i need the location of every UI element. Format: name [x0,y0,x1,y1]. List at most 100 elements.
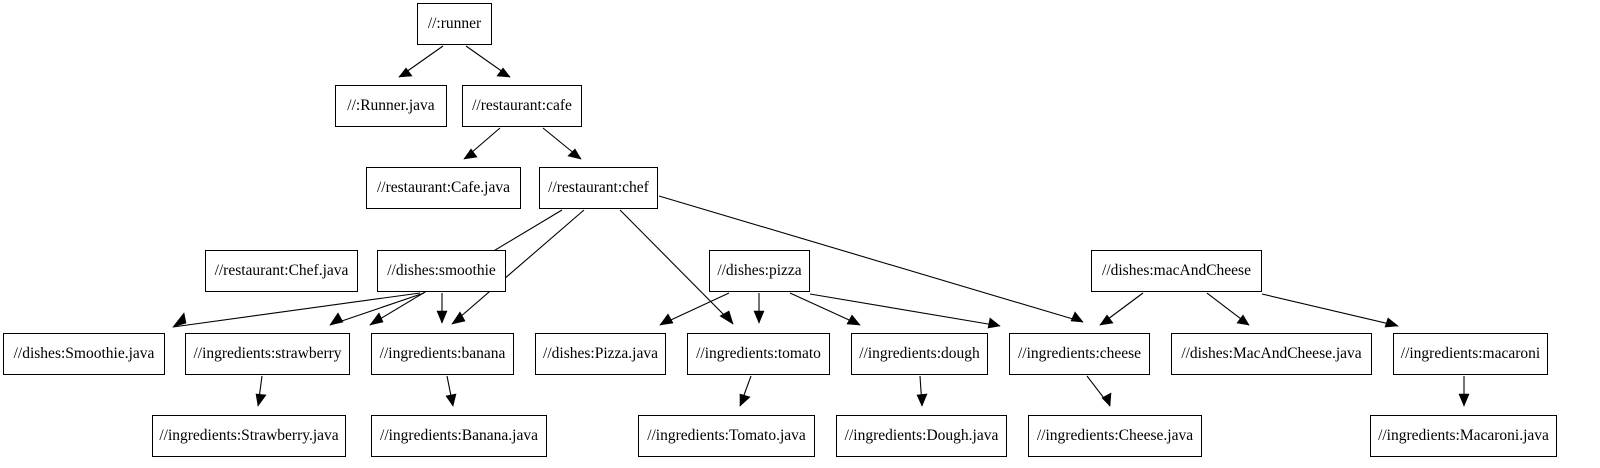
graph-node-label: //ingredients:cheese [1017,345,1142,363]
edge-line [398,45,444,78]
edge-arrowhead-icon [369,312,384,326]
graph-node-label: //ingredients:strawberry [193,345,342,363]
edge-line [659,292,730,326]
edge-arrowhead-icon [1099,314,1114,326]
graph-edge [659,292,730,326]
graph-edge [1086,375,1112,407]
edge-line [463,127,501,160]
graph-node-ing_dough_java[interactable]: //ingredients:Dough.java [836,415,1007,457]
graph-node-label: //restaurant:Cafe.java [377,179,510,197]
edge-line [1099,292,1144,326]
graph-node-dishes_pizza[interactable]: //dishes:pizza [709,250,810,292]
graph-node-ing_banana[interactable]: //ingredients:banana [371,333,514,375]
graph-node-dishes_macandcheese_java[interactable]: //dishes:MacAndCheese.java [1171,333,1372,375]
edge-line [446,375,454,407]
graph-node-ing_macaroni_java[interactable]: //ingredients:Macaroni.java [1370,415,1557,457]
graph-node-ing_strawberry_java[interactable]: //ingredients:Strawberry.java [152,415,346,457]
graph-edge [1261,293,1399,328]
edge-line [172,292,421,328]
edge-arrowhead-icon [496,67,511,78]
edge-line [789,292,861,326]
edge-arrowhead-icon [329,312,344,326]
graph-node-dishes_pizza_java[interactable]: //dishes:Pizza.java [535,333,666,375]
edge-line [1086,375,1111,407]
graph-node-ing_dough[interactable]: //ingredients:dough [851,333,988,375]
edge-arrowhead-icon [436,310,448,324]
graph-node-ing_tomato[interactable]: //ingredients:tomato [687,333,830,375]
graph-node-ing_tomato_java[interactable]: //ingredients:Tomato.java [638,415,815,457]
edge-arrowhead-icon [567,148,582,160]
graph-edge [463,127,501,160]
graph-node-ing_macaroni[interactable]: //ingredients:macaroni [1393,333,1548,375]
graph-edge [1099,292,1144,326]
edge-line [542,127,582,160]
graph-node-label: //dishes:smoothie [387,262,496,280]
graph-node-label: //:runner [427,15,482,33]
graph-node-label: //restaurant:cafe [472,97,572,115]
graph-node-label: //ingredients:Banana.java [380,427,538,445]
edge-arrowhead-icon [451,311,466,325]
graph-edge [542,127,582,160]
edge-arrowhead-icon [463,148,478,160]
graph-edge [445,375,457,407]
graph-node-label: //ingredients:macaroni [1400,345,1541,363]
graph-edge [789,292,861,326]
graph-node-ing_strawberry[interactable]: //ingredients:strawberry [185,333,350,375]
graph-node-restaurant_chef_java[interactable]: //restaurant:Chef.java [205,250,358,292]
graph-node-dishes_smoothie_java[interactable]: //dishes:Smoothie.java [3,333,165,375]
graph-edge [465,45,511,78]
graph-node-label: //ingredients:dough [859,345,980,363]
graph-edge [329,292,425,326]
graph-edge [1206,292,1250,326]
edge-arrowhead-icon [659,313,674,326]
graph-node-label: //ingredients:Cheese.java [1036,427,1194,445]
edge-line [1261,293,1399,327]
graph-node-label: //restaurant:Chef.java [214,262,349,280]
edge-line [1206,292,1250,326]
edge-arrowhead-icon [398,67,413,78]
edge-line [919,375,923,407]
edge-line [329,292,425,326]
graph-node-label: //ingredients:Strawberry.java [159,427,339,445]
edge-line [257,375,263,407]
graph-edge [436,293,448,324]
edge-arrowhead-icon [1070,311,1084,323]
graph-node-ing_banana_java[interactable]: //ingredients:Banana.java [371,415,547,457]
graph-node-label: //ingredients:Dough.java [844,427,999,445]
edge-arrowhead-icon [916,393,928,407]
edge-arrowhead-icon [1101,392,1112,407]
graph-node-label: //ingredients:Macaroni.java [1378,427,1549,445]
graph-edge [753,293,765,324]
graph-node-ing_cheese[interactable]: //ingredients:cheese [1009,333,1150,375]
edge-arrowhead-icon [445,393,457,407]
edge-arrowhead-icon [172,312,187,328]
edge-arrowhead-icon [1384,317,1399,328]
graph-node-dishes_smoothie[interactable]: //dishes:smoothie [377,250,506,292]
graph-edge [809,293,1001,329]
graph-node-label: //dishes:MacAndCheese.java [1181,345,1362,363]
graph-node-dishes_macandcheese[interactable]: //dishes:macAndCheese [1091,250,1262,292]
graph-node-label: //dishes:Pizza.java [543,345,658,363]
graph-node-label: //ingredients:banana [379,345,506,363]
edge-line [465,45,511,78]
graph-node-restaurant_cafe_java[interactable]: //restaurant:Cafe.java [366,167,521,209]
graph-node-label: //ingredients:tomato [696,345,821,363]
graph-node-label: //:Runner.java [347,97,435,115]
graph-node-label: //dishes:macAndCheese [1102,262,1251,280]
graph-node-runner_java[interactable]: //:Runner.java [335,85,447,127]
graph-node-label: //restaurant:chef [548,179,649,197]
graph-node-restaurant_chef[interactable]: //restaurant:chef [539,167,658,209]
graph-node-ing_cheese_java[interactable]: //ingredients:Cheese.java [1028,415,1202,457]
graph-node-runner[interactable]: //:runner [417,3,492,45]
graph-edge [172,292,421,328]
edge-arrowhead-icon [846,314,861,326]
edge-arrowhead-icon [719,310,734,325]
graph-edge [1458,376,1470,407]
graph-edge [398,45,444,78]
graph-node-restaurant_cafe[interactable]: //restaurant:cafe [462,85,582,127]
edge-arrowhead-icon [255,393,267,407]
edge-arrowhead-icon [987,317,1001,329]
edge-arrowhead-icon [739,393,751,407]
